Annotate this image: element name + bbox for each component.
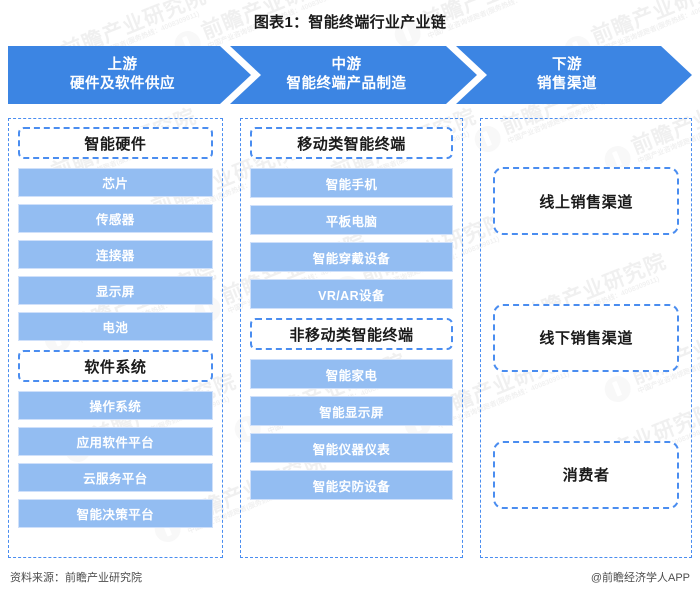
banner-stage-downstream-label: 下游 销售渠道 bbox=[537, 56, 597, 92]
group-header: 移动类智能终端 bbox=[249, 127, 454, 159]
column-downstream: 线上销售渠道 线下销售渠道 消费者 bbox=[480, 118, 693, 558]
group-header: 智能硬件 bbox=[18, 127, 213, 159]
list-item[interactable]: 芯片 bbox=[18, 168, 213, 197]
list-item[interactable]: 智能显示屏 bbox=[249, 396, 454, 426]
list-item[interactable]: 传感器 bbox=[18, 204, 213, 233]
channel-box-online[interactable]: 线上销售渠道 bbox=[493, 167, 680, 236]
channel-box-consumer[interactable]: 消费者 bbox=[493, 440, 680, 509]
list-item[interactable]: 智能手机 bbox=[249, 168, 454, 198]
list-item[interactable]: 电池 bbox=[18, 312, 213, 341]
group-software-system: 软件系统 操作系统 应用软件平台 云服务平台 智能决策平台 bbox=[18, 350, 213, 535]
column-upstream: 智能硬件 芯片 传感器 连接器 显示屏 电池 软件系统 操作系统 应用软件平台 … bbox=[8, 118, 223, 558]
list-item[interactable]: 应用软件平台 bbox=[18, 427, 213, 456]
group-header: 软件系统 bbox=[18, 350, 213, 382]
channel-box-offline[interactable]: 线下销售渠道 bbox=[493, 303, 680, 372]
list-item[interactable]: 连接器 bbox=[18, 240, 213, 269]
footer: 资料来源：前瞻产业研究院 @前瞻经济学人APP bbox=[0, 569, 700, 585]
page-title: 图表1：智能终端行业产业链 bbox=[253, 14, 447, 31]
group-non-mobile-terminals: 非移动类智能终端 智能家电 智能显示屏 智能仪器仪表 智能安防设备 bbox=[249, 318, 454, 507]
banner-stage-upstream[interactable]: 上游 硬件及软件供应 bbox=[8, 46, 251, 104]
banner-stage-downstream[interactable]: 下游 销售渠道 bbox=[456, 46, 692, 104]
list-item[interactable]: 智能仪器仪表 bbox=[249, 433, 454, 463]
value-chain-banner: 上游 硬件及软件供应 中游 智能终端产品制造 下游 销售渠道 bbox=[8, 46, 692, 104]
list-item[interactable]: VR/AR设备 bbox=[249, 279, 454, 309]
list-item[interactable]: 智能安防设备 bbox=[249, 470, 454, 500]
banner-stage-midstream[interactable]: 中游 智能终端产品制造 bbox=[230, 46, 477, 104]
column-midstream: 移动类智能终端 智能手机 平板电脑 智能穿戴设备 VR/AR设备 非移动类智能终… bbox=[239, 118, 464, 558]
attribution-label: @前瞻经济学人APP bbox=[590, 572, 690, 584]
list-item[interactable]: 显示屏 bbox=[18, 276, 213, 305]
group-mobile-terminals: 移动类智能终端 智能手机 平板电脑 智能穿戴设备 VR/AR设备 bbox=[249, 127, 454, 316]
group-smart-hardware: 智能硬件 芯片 传感器 连接器 显示屏 电池 bbox=[18, 127, 213, 348]
list-item[interactable]: 智能家电 bbox=[249, 359, 454, 389]
value-chain-columns: 智能硬件 芯片 传感器 连接器 显示屏 电池 软件系统 操作系统 应用软件平台 … bbox=[8, 118, 693, 558]
source-label: 资料来源：前瞻产业研究院 bbox=[10, 572, 142, 584]
list-item[interactable]: 云服务平台 bbox=[18, 463, 213, 492]
list-item[interactable]: 平板电脑 bbox=[249, 205, 454, 235]
list-item[interactable]: 智能决策平台 bbox=[18, 499, 213, 528]
list-item[interactable]: 操作系统 bbox=[18, 391, 213, 420]
group-header: 非移动类智能终端 bbox=[249, 318, 454, 350]
banner-stage-midstream-label: 中游 智能终端产品制造 bbox=[286, 56, 407, 92]
banner-stage-upstream-label: 上游 硬件及软件供应 bbox=[70, 56, 175, 92]
list-item[interactable]: 智能穿戴设备 bbox=[249, 242, 454, 272]
